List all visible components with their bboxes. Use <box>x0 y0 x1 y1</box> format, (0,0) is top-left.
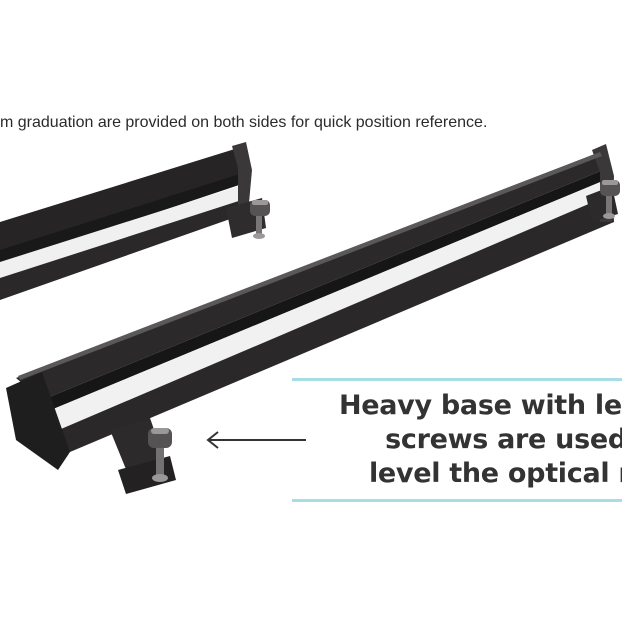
graduation-caption: m graduation are provided on both sides … <box>0 114 488 131</box>
callout-line-2: screws are used to <box>385 424 622 455</box>
front-rail <box>6 144 614 470</box>
left-leveling-screw-icon <box>148 428 172 482</box>
back-rail-leveling-screw-icon <box>250 200 270 239</box>
back-rail <box>0 142 266 300</box>
callout-text: Heavy base with leveling screws are used… <box>296 389 622 491</box>
callout-top-rule <box>292 378 622 381</box>
leveling-callout: Heavy base with leveling screws are used… <box>292 378 622 502</box>
left-arrow-icon <box>206 431 306 449</box>
callout-line-3: level the optical rails <box>368 458 622 489</box>
callout-line-1: Heavy base with leveling <box>338 390 622 421</box>
right-leveling-screw-icon <box>600 180 620 219</box>
callout-bottom-rule <box>292 499 622 502</box>
